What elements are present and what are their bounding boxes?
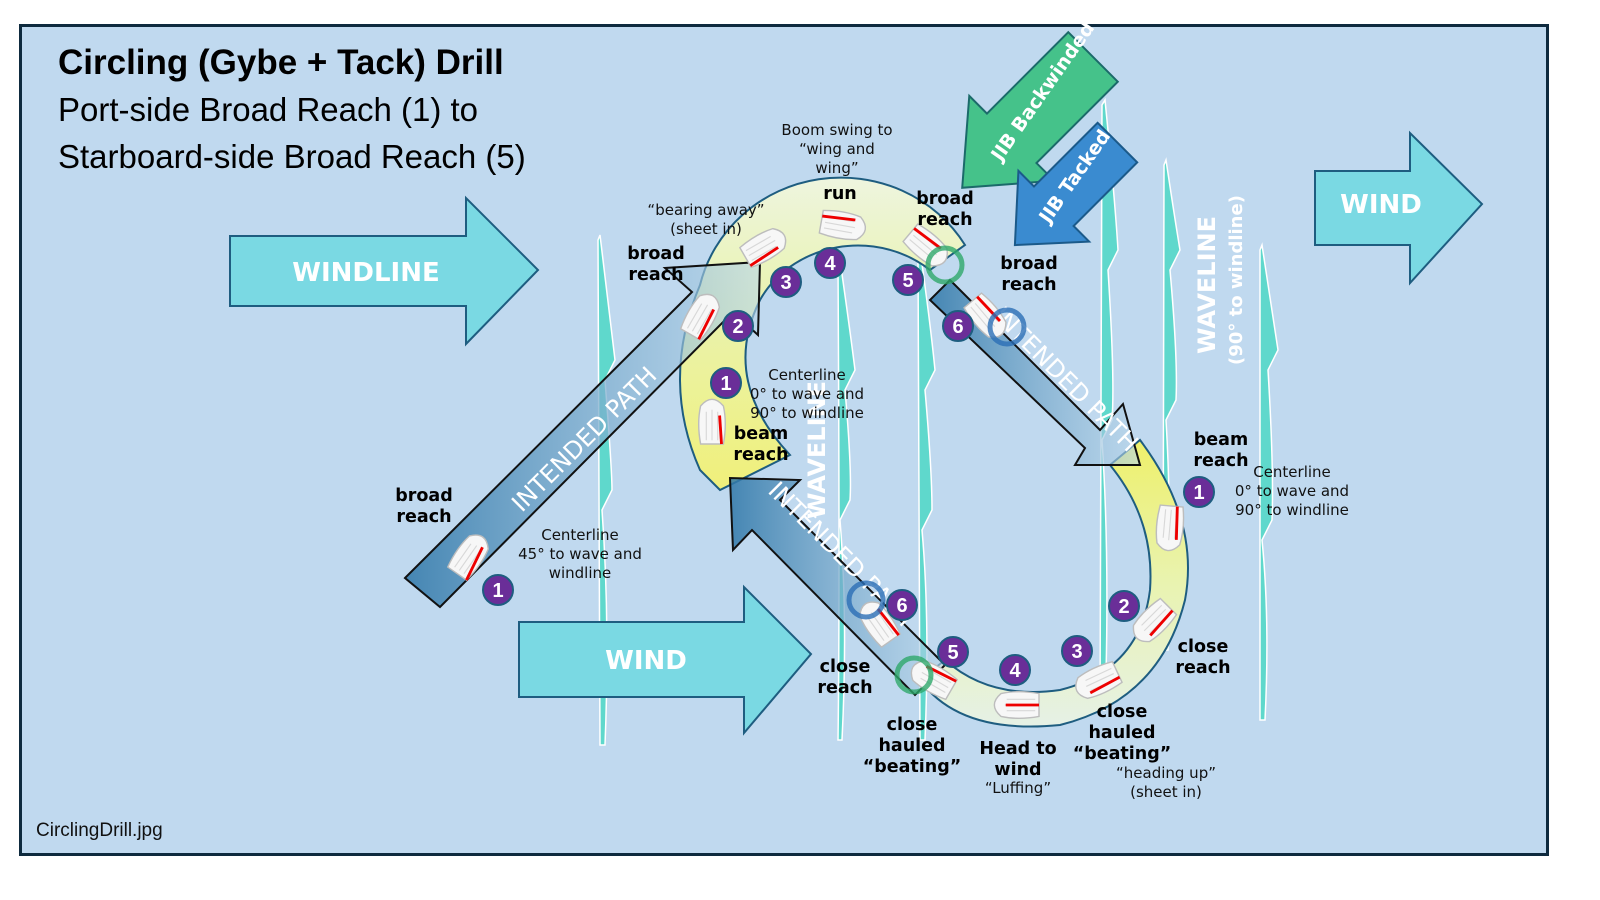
- diagram-frame: [19, 24, 1549, 856]
- note-right-centerline: Centerline 0° to wave and 90° to windlin…: [1234, 463, 1350, 519]
- label-run: run: [823, 184, 857, 204]
- number-badge: 5: [937, 636, 969, 668]
- svg-text:3: 3: [780, 272, 791, 294]
- boat-icon: [818, 207, 869, 244]
- jib-tacked-marker: [987, 307, 1027, 347]
- label-close-reach-left: close reach: [817, 657, 873, 698]
- boat-icon: [901, 221, 954, 273]
- number-badge: 5: [892, 264, 924, 296]
- number-badge: 6: [886, 589, 918, 621]
- label-close-reach-right: close reach: [1175, 637, 1231, 678]
- label-left-broad-reach: broad reach: [627, 244, 685, 285]
- svg-text:1: 1: [720, 373, 731, 395]
- label-head-to-wind: Head to wind: [979, 739, 1057, 780]
- svg-text:1: 1: [492, 580, 503, 602]
- jib-tacked-marker: [846, 580, 886, 620]
- wind-arrow-bottom: WIND: [518, 584, 813, 736]
- number-badge: 3: [770, 266, 802, 298]
- number-badge: 2: [722, 310, 754, 342]
- svg-text:5: 5: [947, 642, 958, 664]
- windline-label: WINDLINE: [292, 258, 439, 288]
- jib-backwinded-marker: [925, 245, 965, 285]
- waveline-label-right: WAVELINE: [1193, 216, 1221, 354]
- number-badges: 1 1 2 3 4 5 6 1 2 3 4 5 6: [482, 247, 1215, 686]
- svg-text:4: 4: [1009, 660, 1021, 682]
- waveline-label-center: WAVELINE: [803, 381, 831, 519]
- boat-icon: [445, 528, 495, 582]
- label-upper-broad-reach: broad reach: [916, 189, 974, 230]
- number-badge: 4: [814, 247, 846, 279]
- wave-line: [1259, 242, 1279, 721]
- boat-icon: [853, 595, 903, 649]
- svg-text:3: 3: [1071, 641, 1082, 663]
- wave-line: [597, 234, 616, 746]
- file-caption: CirclingDrill.jpg: [36, 820, 163, 841]
- number-badge: 1: [1183, 476, 1215, 508]
- note-luffing: “Luffing”: [984, 779, 1052, 797]
- number-badge: 4: [999, 654, 1031, 686]
- jib-backwinded-arrow: [961, 30, 1120, 189]
- boat-icon: [1126, 596, 1179, 649]
- svg-text:2: 2: [732, 316, 743, 338]
- label-close-hauled-right: close hauled “beating”: [1072, 702, 1172, 764]
- intended-path-label: INTENDED PATH: [506, 361, 662, 517]
- label-left-beam-reach: beam reach: [733, 424, 789, 465]
- waveline-sub-label: (90° to windline): [1226, 195, 1247, 365]
- number-badge: 3: [1061, 635, 1093, 667]
- windline-arrow: WINDLINE: [229, 195, 540, 347]
- note-bearing-away: “bearing away” (sheet in): [647, 201, 765, 238]
- svg-text:1: 1: [1193, 482, 1204, 504]
- svg-text:6: 6: [952, 316, 963, 338]
- note-heading-up: “heading up” (sheet in): [1116, 764, 1216, 801]
- wave-lines: [597, 97, 1279, 746]
- boat-icon: [738, 222, 792, 270]
- number-badge: 1: [482, 574, 514, 606]
- boat-icon: [678, 288, 726, 342]
- label-start-broad-reach: broad reach: [395, 486, 453, 527]
- label-close-hauled-left: close hauled “beating”: [862, 715, 962, 777]
- label-right-broad-reach: broad reach: [1000, 254, 1058, 295]
- boat-icon: [993, 690, 1040, 720]
- title-line-1: Circling (Gybe + Tack) Drill: [58, 43, 504, 82]
- svg-text:4: 4: [824, 253, 836, 275]
- diagram-title: Circling (Gybe + Tack) Drill Port-side B…: [58, 40, 526, 180]
- jib-backwinded-marker: [894, 655, 934, 695]
- jib-tacked-arrow: [1013, 121, 1139, 247]
- intended-path-label-right: INTENDED PATH: [988, 301, 1144, 457]
- boat-icon: [1153, 504, 1186, 553]
- number-badge: 6: [942, 310, 974, 342]
- svg-text:2: 2: [1118, 596, 1129, 618]
- highlight-circles: [846, 245, 1027, 695]
- wave-line: [917, 247, 936, 741]
- svg-text:5: 5: [902, 270, 913, 292]
- svg-text:6: 6: [896, 595, 907, 617]
- note-boom-swing: Boom swing to “wing and wing”: [781, 121, 893, 177]
- title-line-3: Starboard-side Broad Reach (5): [58, 138, 526, 175]
- wind-label-bottom: WIND: [605, 646, 687, 676]
- wind-arrow-top-right: WIND: [1314, 130, 1484, 286]
- wind-label-top: WIND: [1340, 190, 1422, 220]
- wave-line: [1099, 97, 1119, 711]
- number-badge: 2: [1108, 590, 1140, 622]
- boat-icon: [697, 398, 727, 445]
- tack-circle-ring: [918, 438, 1189, 728]
- number-badge: 1: [710, 367, 742, 399]
- title-line-2: Port-side Broad Reach (1) to: [58, 91, 479, 128]
- note-left-centerline: Centerline 0° to wave and 90° to windlin…: [749, 366, 865, 422]
- label-right-beam-reach: beam reach: [1193, 430, 1249, 471]
- boat-icon: [1070, 659, 1124, 704]
- note-start-centerline: Centerline 45° to wave and windline: [518, 526, 642, 582]
